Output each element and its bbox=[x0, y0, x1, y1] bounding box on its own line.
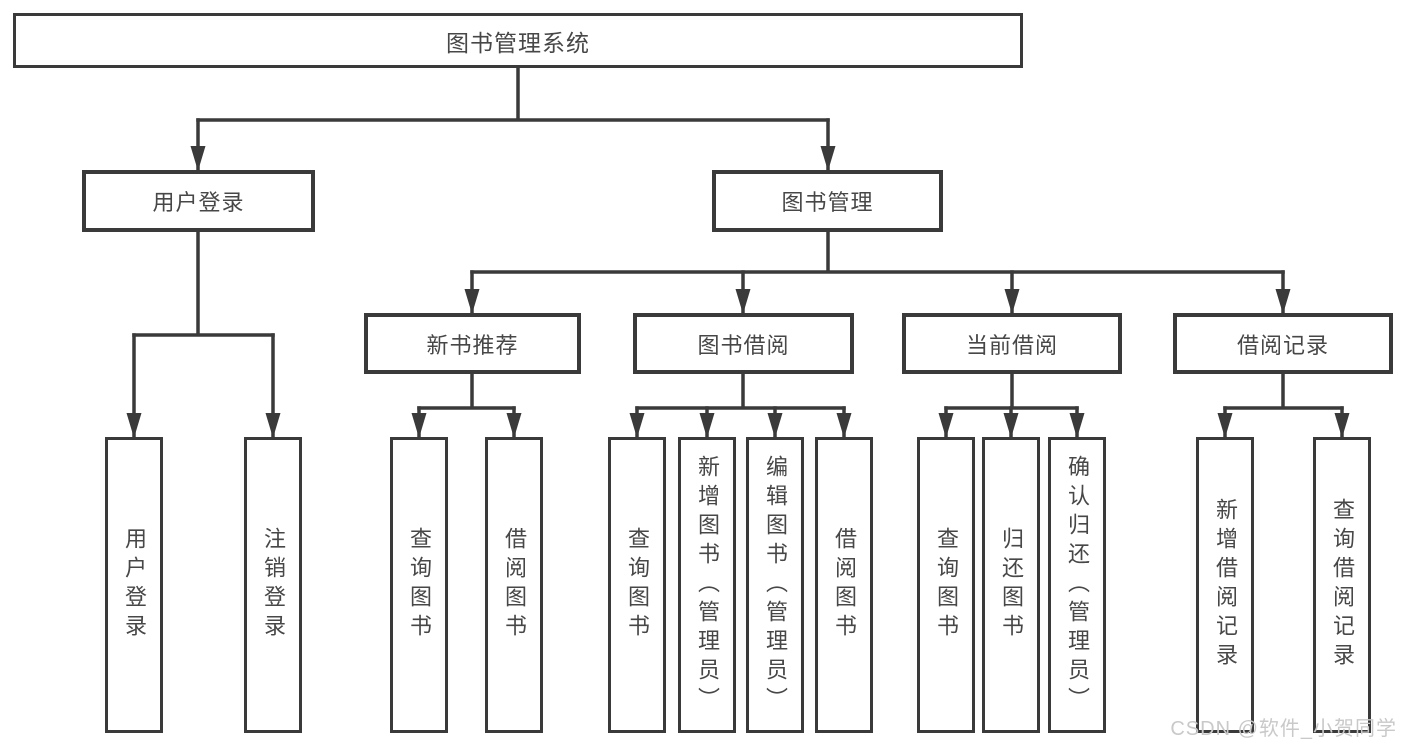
node-book-management: 图书管理 bbox=[712, 170, 943, 232]
leaf-query-books-current: 查询图书 bbox=[917, 437, 975, 733]
connector-new-book-group bbox=[411, 372, 522, 439]
leaf-borrow-books: 借阅图书 bbox=[815, 437, 873, 733]
connector-book-borrow-group bbox=[629, 372, 852, 439]
connector-borrow-record-group bbox=[1217, 372, 1350, 439]
leaf-add-books-admin: 新增图书（管理员） bbox=[678, 437, 736, 733]
leaf-user-login: 用户登录 bbox=[105, 437, 163, 733]
node-new-book-recommend: 新书推荐 bbox=[364, 313, 581, 374]
node-book-borrowing: 图书借阅 bbox=[633, 313, 854, 374]
leaf-return-books: 归还图书 bbox=[982, 437, 1040, 733]
node-library-system: 图书管理系统 bbox=[13, 13, 1023, 68]
leaf-borrow-books-recommend: 借阅图书 bbox=[485, 437, 543, 733]
connector-book-mgmt-group bbox=[464, 230, 1291, 315]
leaf-query-books-recommend: 查询图书 bbox=[390, 437, 448, 733]
leaf-query-borrow-record: 查询借阅记录 bbox=[1313, 437, 1371, 733]
leaf-add-borrow-record: 新增借阅记录 bbox=[1196, 437, 1254, 733]
node-borrowing-records: 借阅记录 bbox=[1173, 313, 1393, 374]
connector-user-login-group bbox=[126, 230, 281, 439]
connector-root-to-level1 bbox=[190, 66, 836, 172]
csdn-watermark: CSDN @软件_小贺同学 bbox=[1170, 718, 1397, 740]
node-user-login: 用户登录 bbox=[82, 170, 315, 232]
node-current-borrowing: 当前借阅 bbox=[902, 313, 1122, 374]
leaf-confirm-return-admin: 确认归还（管理员） bbox=[1048, 437, 1106, 733]
leaf-query-books-borrow: 查询图书 bbox=[608, 437, 666, 733]
leaf-edit-books-admin: 编辑图书（管理员） bbox=[746, 437, 804, 733]
connector-current-borrow-group bbox=[938, 372, 1085, 439]
leaf-logout: 注销登录 bbox=[244, 437, 302, 733]
